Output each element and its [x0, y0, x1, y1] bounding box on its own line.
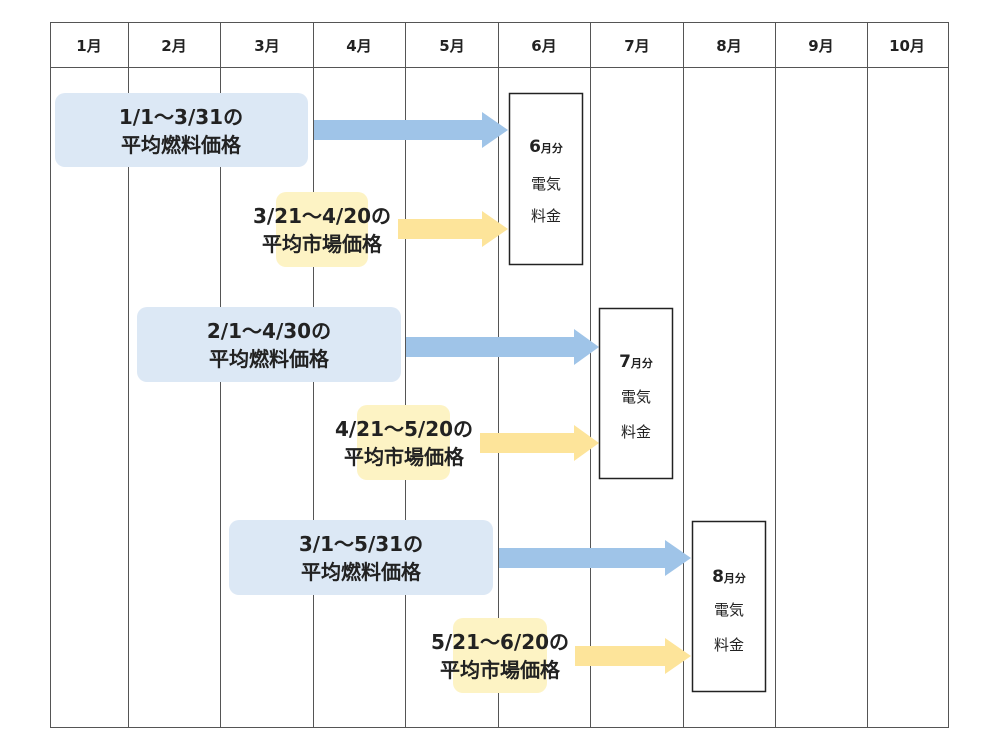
market-period-label: 3/21～4/20の: [253, 204, 391, 228]
month-label-aug: 8月: [716, 37, 741, 55]
fuel-price-label: 平均燃料価格: [209, 347, 330, 371]
fuel-arrow: [314, 112, 508, 148]
bill-month: 8月分: [712, 567, 746, 587]
market-price-label: 平均市場価格: [344, 445, 465, 469]
market-price-label: 平均市場価格: [262, 232, 383, 256]
market-price-box: [453, 618, 547, 693]
market-price-label: 平均市場価格: [440, 658, 561, 682]
bill-box: [691, 520, 767, 693]
market-arrow: [480, 425, 599, 461]
bill-line-electricity: 電気: [621, 388, 651, 406]
bill-month: 6月分: [529, 137, 563, 157]
bill-line-electricity: 電気: [531, 175, 561, 193]
fuel-price-box: [229, 520, 493, 595]
month-label-feb: 2月: [161, 37, 186, 55]
market-period-label: 4/21～5/20の: [335, 417, 473, 441]
group-july: 2/1～4/30の 平均燃料価格 4/21～5/20の 平均市場価格 7月分 電…: [137, 307, 674, 480]
fuel-price-label: 平均燃料価格: [301, 560, 422, 584]
fuel-price-box: [55, 93, 308, 167]
bill-month: 7月分: [619, 352, 653, 372]
bill-line-charge: 料金: [531, 207, 561, 225]
group-august: 3/1～5/31の 平均燃料価格 5/21～6/20の 平均市場価格 8月分 電…: [229, 520, 767, 693]
month-label-jan: 1月: [76, 37, 101, 55]
month-label-may: 5月: [439, 37, 464, 55]
grid-border: [50, 22, 949, 728]
month-label-sep: 9月: [808, 37, 833, 55]
month-label-apr: 4月: [346, 37, 371, 55]
market-price-box: [357, 405, 450, 480]
fuel-price-box: [137, 307, 401, 382]
fuel-period-label: 1/1～3/31の: [119, 105, 243, 129]
fuel-arrow: [406, 329, 599, 365]
market-arrow: [575, 638, 691, 674]
fuel-period-label: 2/1～4/30の: [207, 319, 331, 343]
month-header: 1月 2月 3月 4月 5月 6月 7月 8月 9月 10月: [76, 37, 925, 55]
market-arrow: [398, 211, 508, 247]
month-label-jul: 7月: [624, 37, 649, 55]
fuel-period-label: 3/1～5/31の: [299, 532, 423, 556]
market-price-box: [276, 192, 368, 267]
bill-line-electricity: 電気: [714, 601, 744, 619]
bill-line-charge: 料金: [714, 636, 744, 654]
bill-line-charge: 料金: [621, 423, 651, 441]
market-period-label: 5/21～6/20の: [431, 630, 569, 654]
group-june: 1/1～3/31の 平均燃料価格 3/21～4/20の 平均市場価格 6月分 電…: [55, 92, 584, 267]
fuel-arrow: [499, 540, 691, 576]
fuel-price-label: 平均燃料価格: [121, 133, 242, 157]
month-label-mar: 3月: [254, 37, 279, 55]
month-label-jun: 6月: [531, 37, 556, 55]
month-label-oct: 10月: [889, 37, 925, 55]
bill-box: [598, 307, 674, 480]
bill-box: [508, 92, 584, 266]
